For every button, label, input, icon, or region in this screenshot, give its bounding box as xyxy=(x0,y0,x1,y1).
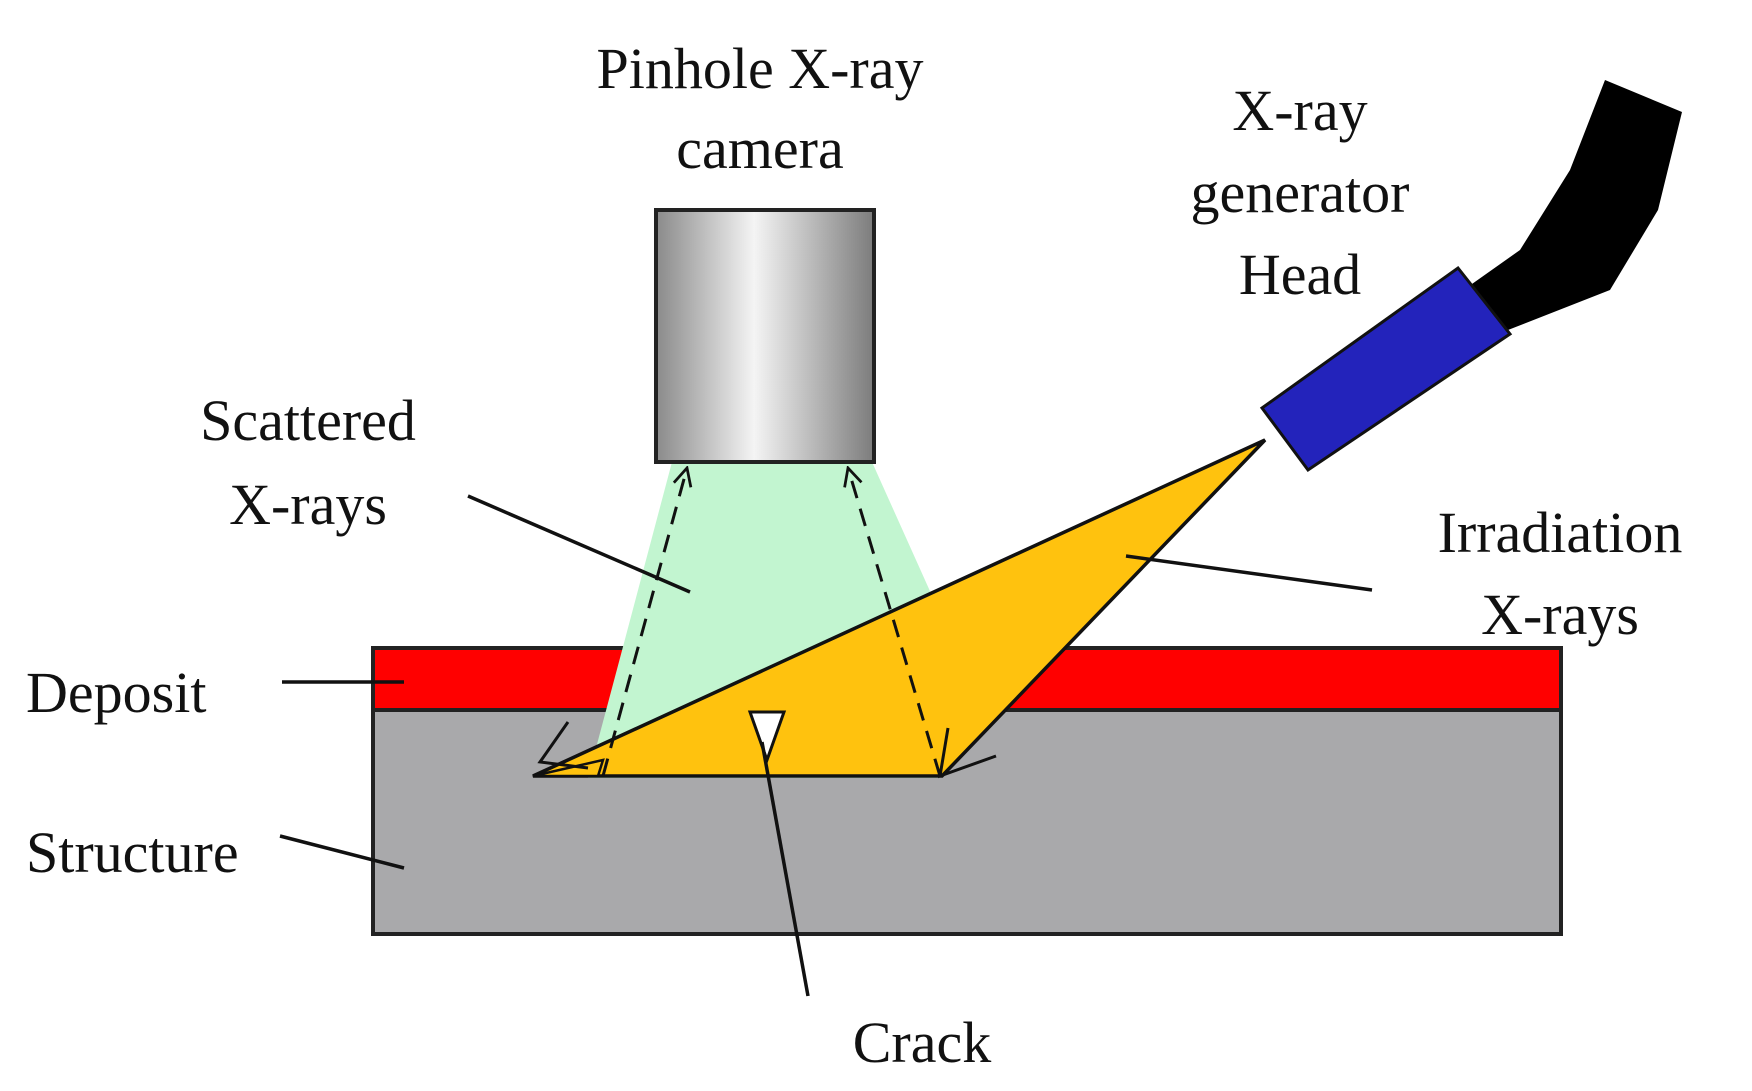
generator-cable xyxy=(1455,80,1682,330)
crack-label: Crack xyxy=(853,1010,992,1075)
generator-label-line2: generator xyxy=(1191,160,1410,225)
generator-tube xyxy=(1259,265,1513,473)
scattered-leader xyxy=(467,494,691,594)
scattered-ray-right xyxy=(848,468,942,777)
crack-leader xyxy=(760,741,810,997)
scattered-label: Scattered xyxy=(200,388,416,453)
camera-label-line2: camera xyxy=(676,116,843,181)
irradiation-leader xyxy=(1125,554,1373,592)
pinhole-camera xyxy=(654,208,876,464)
beam-foot-triangle xyxy=(532,758,605,778)
scattered-label-line2: X-rays xyxy=(229,472,387,537)
camera-label: Pinhole X-ray xyxy=(597,36,924,101)
generator-label-line3: Head xyxy=(1239,242,1361,307)
scattered-ray-left xyxy=(601,468,687,777)
irradiation-beam xyxy=(532,438,1267,778)
irradiation-label-line2: X-rays xyxy=(1481,582,1639,647)
arrow-tip-left xyxy=(537,721,589,770)
crack xyxy=(747,710,787,765)
deposit-label: Deposit xyxy=(26,660,206,725)
arrow-tip-right xyxy=(938,727,997,779)
generator-label: X-ray xyxy=(1232,78,1367,143)
irradiation-label: Irradiation xyxy=(1438,500,1683,565)
structure-label: Structure xyxy=(26,820,239,885)
structure-leader xyxy=(279,834,405,870)
